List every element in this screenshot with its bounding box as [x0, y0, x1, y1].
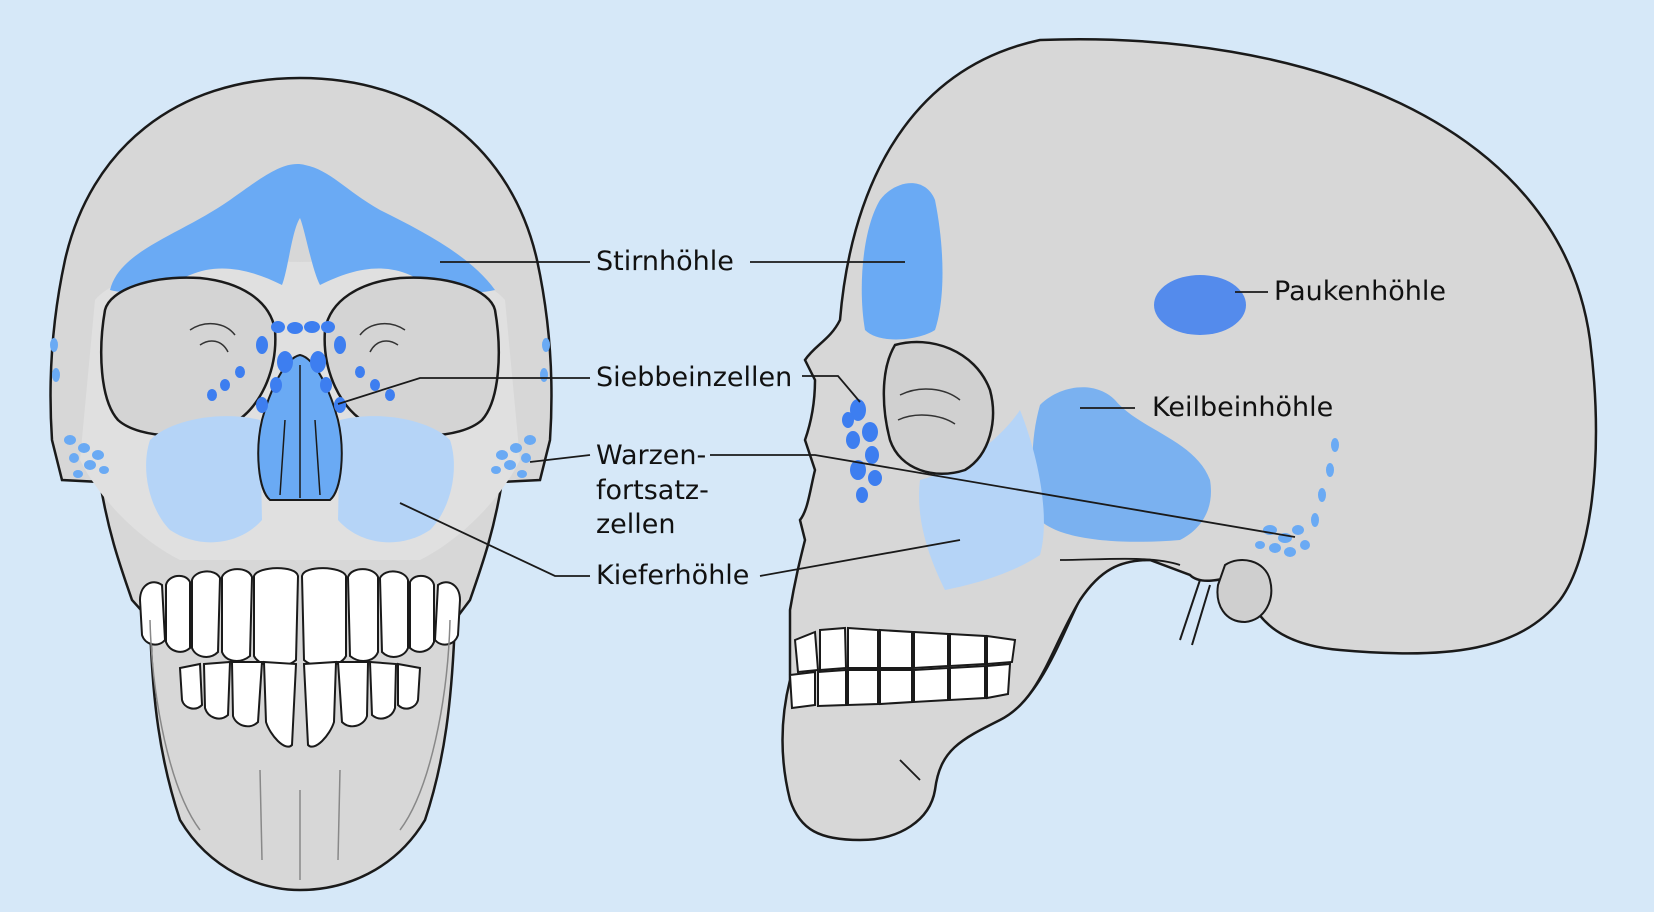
front-jaw-lines — [149, 619, 451, 880]
side-mastoid-cells — [1255, 438, 1339, 557]
front-right-orbit — [323, 276, 500, 437]
front-maxillary-sinus-left — [146, 416, 262, 543]
front-frontal-sinus — [110, 164, 495, 293]
front-ethmoid-cells — [207, 321, 395, 413]
leader-warzen-left — [529, 454, 591, 463]
label-stirnhoehle: Stirnhöhle — [596, 246, 734, 277]
side-maxillary-sinus — [919, 410, 1044, 590]
side-tympanic-cavity — [1154, 275, 1246, 335]
label-kieferhoehle: Kieferhöhle — [596, 560, 750, 591]
leader-warzen-right — [710, 454, 1296, 538]
front-maxillary-sinus-right — [338, 416, 454, 543]
label-warzen-line2: fortsatz- — [596, 475, 709, 506]
side-skull — [781, 38, 1598, 842]
label-warzen-line3: zellen — [596, 509, 676, 540]
side-orbit — [882, 340, 995, 475]
side-orbit-detail — [897, 388, 961, 425]
side-upper-teeth — [793, 626, 1017, 674]
side-sphenoid-sinus — [1032, 387, 1211, 542]
side-condyle — [1216, 559, 1273, 624]
leader-lines — [337, 261, 1296, 577]
label-paukenhoehle: Paukenhöhle — [1274, 276, 1446, 307]
label-siebbeinzellen: Siebbeinzellen — [596, 362, 793, 393]
front-mastoid-cells — [50, 338, 550, 478]
front-left-orbit — [100, 276, 277, 437]
leader-kieferhoehle-right — [759, 539, 961, 577]
side-mandible-lines — [899, 557, 1181, 781]
leader-siebbeinzellen-right — [802, 375, 861, 403]
leader-siebbeinzellen-left — [337, 377, 590, 405]
front-upper-teeth — [138, 567, 462, 668]
front-orbit-detail-right — [359, 323, 406, 353]
leader-kieferhoehle-left — [399, 502, 590, 577]
side-styloid — [1179, 579, 1211, 646]
label-keilbeinhoehle: Keilbeinhöhle — [1152, 392, 1334, 423]
front-lower-teeth — [178, 660, 422, 748]
front-skull — [49, 76, 553, 892]
front-nasal-septum — [279, 365, 321, 498]
front-orbit-detail-left — [189, 323, 236, 353]
label-warzen-line1: Warzen- — [596, 440, 707, 471]
side-ethmoid-cells — [842, 399, 882, 503]
side-lower-teeth — [788, 662, 1012, 710]
